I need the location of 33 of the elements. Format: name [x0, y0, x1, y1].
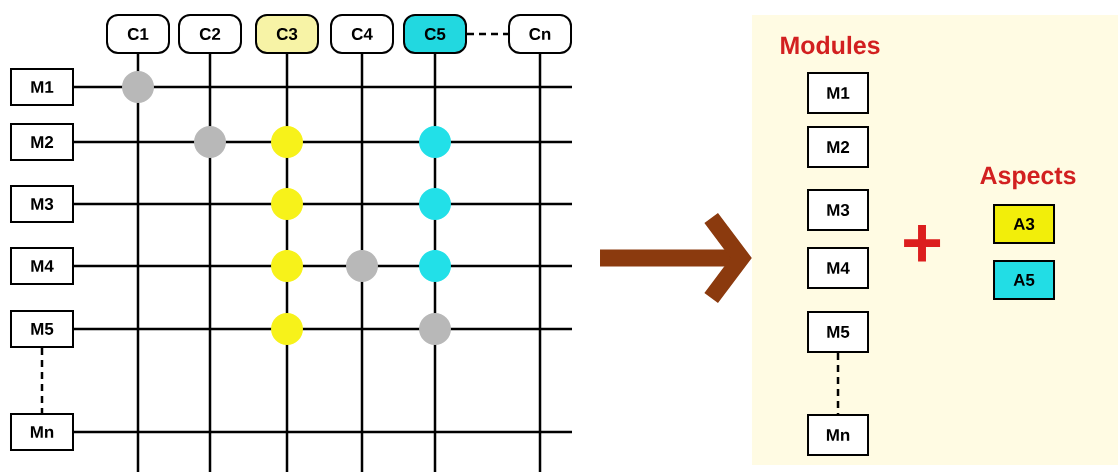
- dashed-line: [40, 348, 44, 413]
- module-box: M2: [10, 123, 74, 161]
- column-box: Cn: [508, 14, 572, 54]
- module-box: Mn: [10, 413, 74, 451]
- column-box: C5: [403, 14, 467, 54]
- module-box: M3: [807, 189, 869, 231]
- column-box: C3: [255, 14, 319, 54]
- grid-line: [74, 327, 572, 331]
- module-box: M4: [10, 247, 74, 285]
- dashed-line: [467, 32, 508, 36]
- module-box: M1: [10, 68, 74, 106]
- grid-line: [360, 54, 364, 472]
- module-box: M5: [10, 310, 74, 348]
- grid-line: [74, 85, 572, 89]
- aspect-box: A5: [993, 260, 1055, 300]
- plus-sign: +: [904, 224, 941, 262]
- module-box: M4: [807, 247, 869, 289]
- module-box: M5: [807, 311, 869, 353]
- column-box: C1: [106, 14, 170, 54]
- aspect-box: A3: [993, 204, 1055, 244]
- heading: Modules: [781, 35, 880, 55]
- column-box: C2: [178, 14, 242, 54]
- column-box: C4: [330, 14, 394, 54]
- heading: Aspects: [980, 166, 1076, 190]
- module-box: Mn: [807, 414, 869, 456]
- grid-line: [538, 54, 542, 472]
- grid-line: [74, 202, 572, 206]
- grid-line: [74, 430, 572, 434]
- dashed-line: [836, 353, 840, 414]
- module-box: M2: [807, 126, 869, 168]
- grid-line: [208, 54, 212, 472]
- module-box: M3: [10, 185, 74, 223]
- module-box: M1: [807, 72, 869, 114]
